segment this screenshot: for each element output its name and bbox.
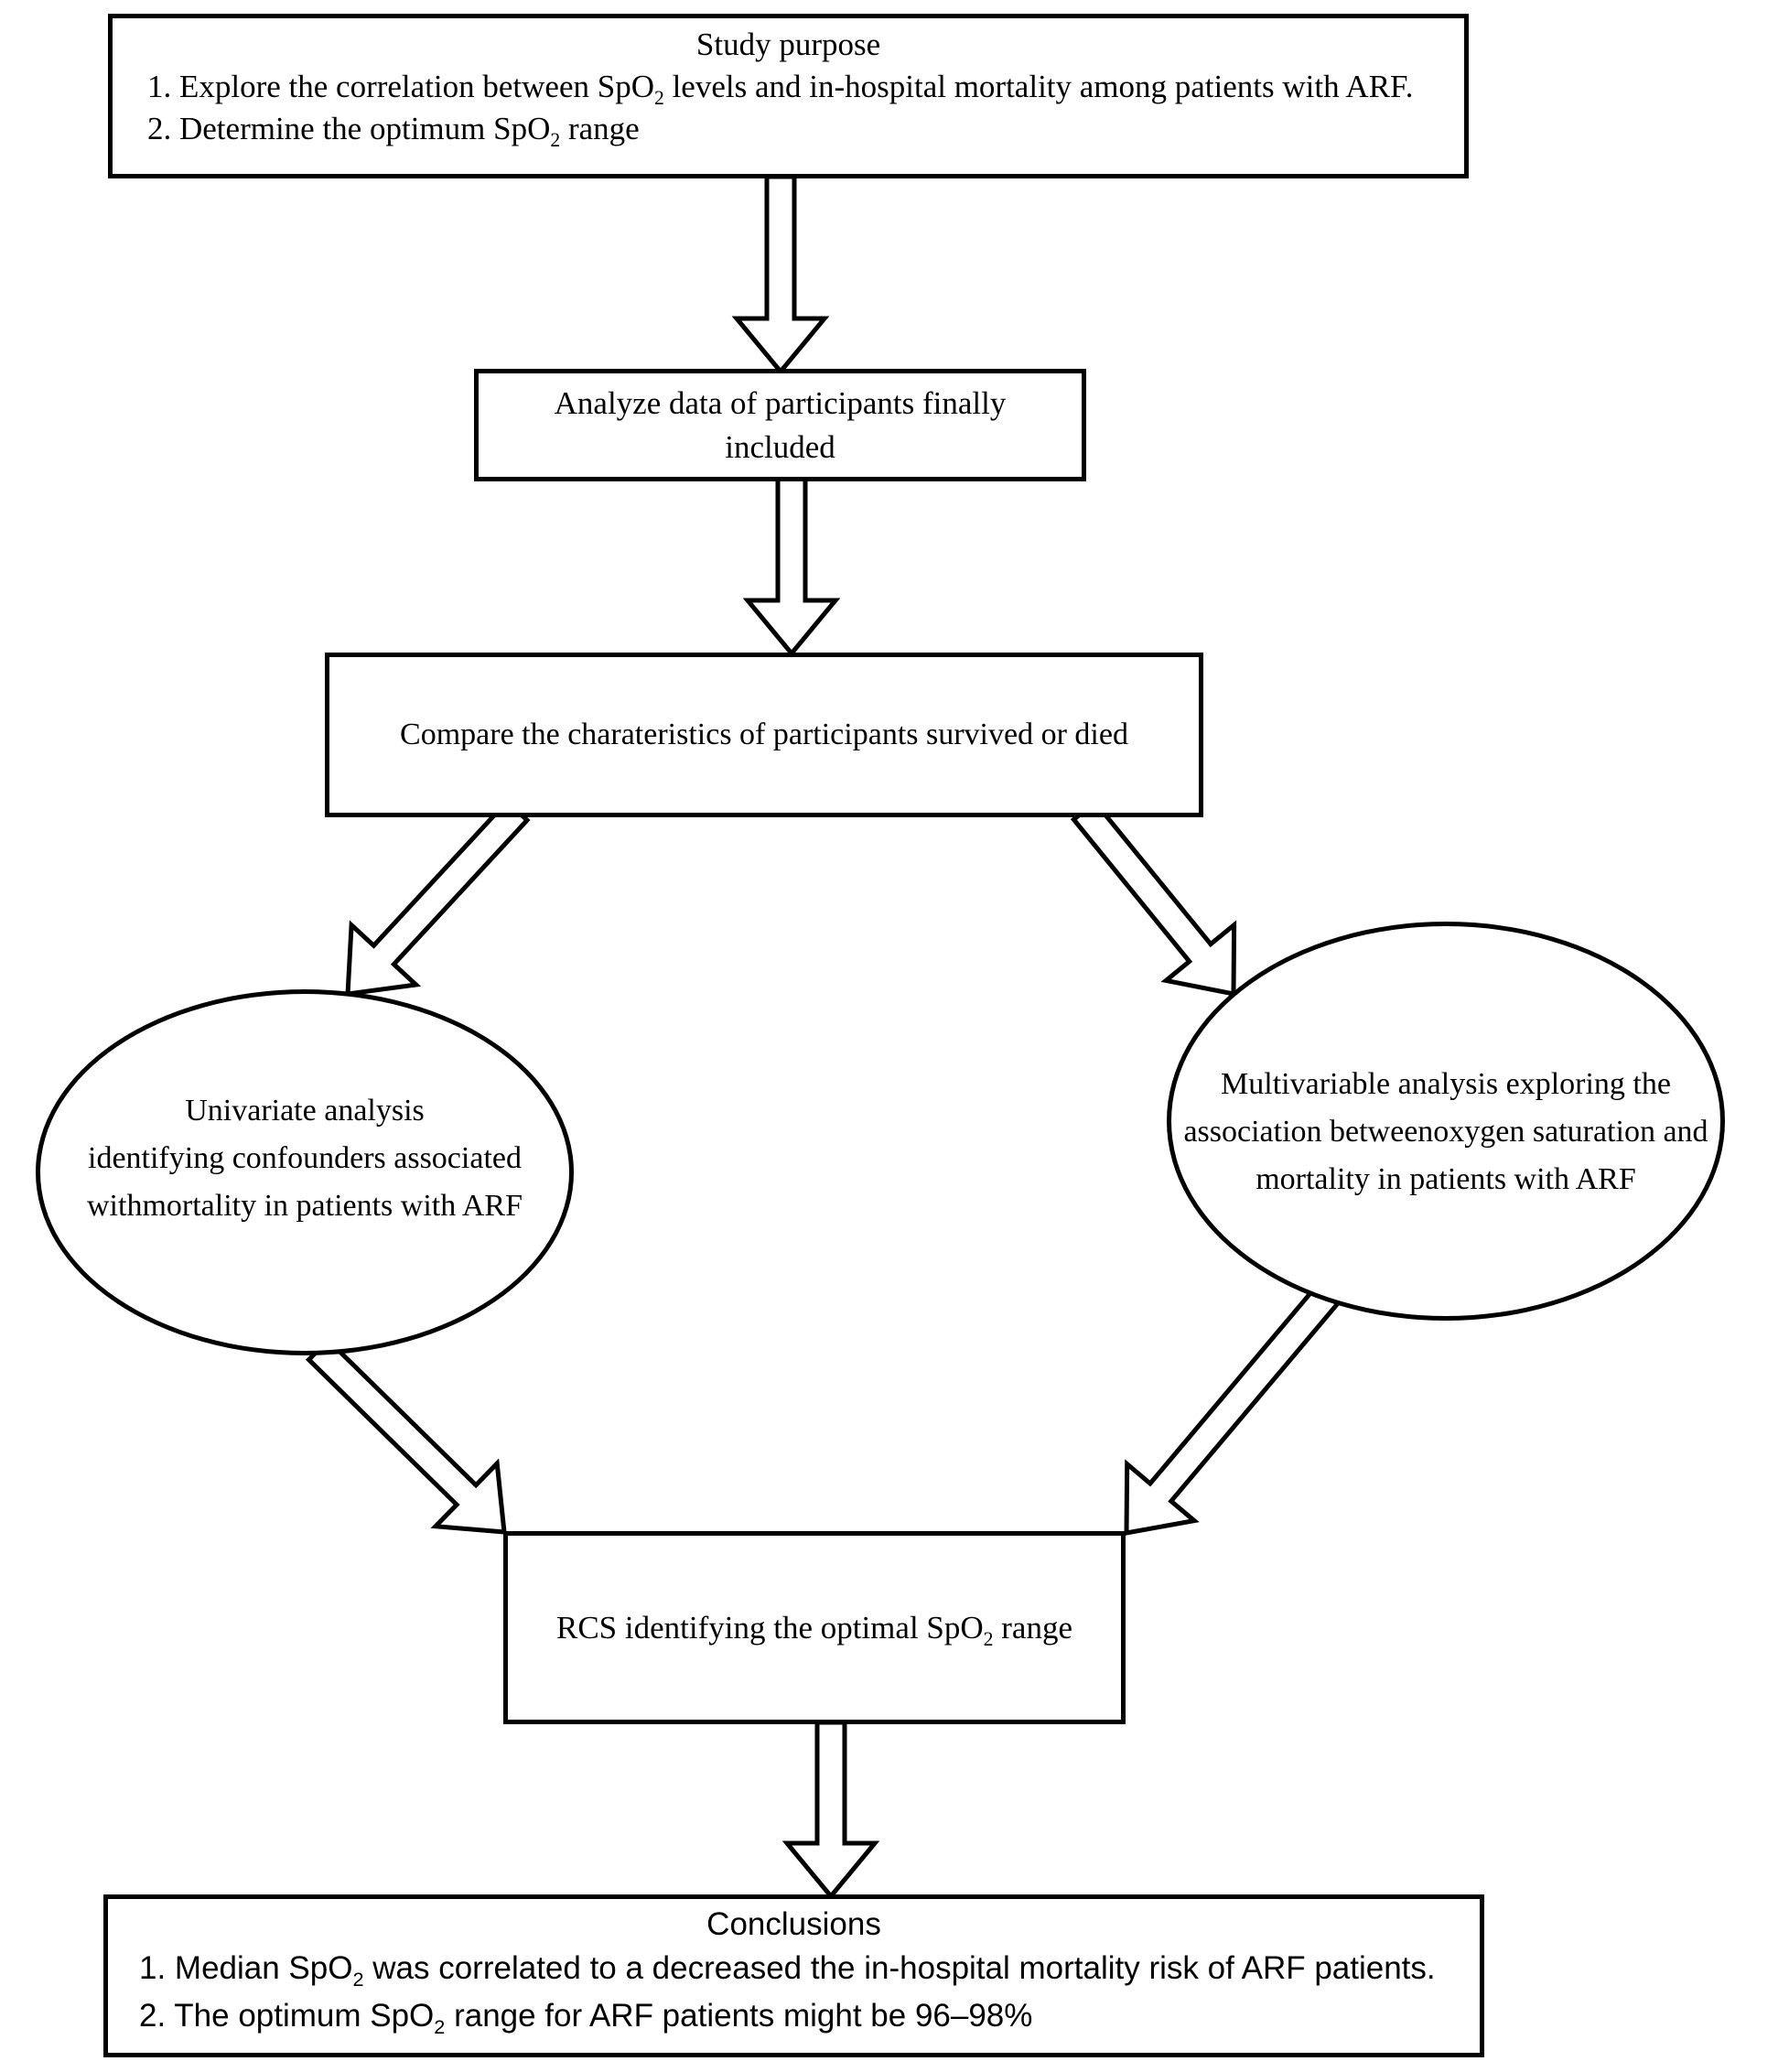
rcs-text: RCS identifying the optimal SpO2 range — [555, 1609, 1072, 1650]
study-purpose-box: Study purpose 1. Explore the correlation… — [108, 14, 1469, 178]
analyze-data-box: Analyze data of participants finally inc… — [474, 369, 1086, 481]
analyze-data-line-1: Analyze data of participants finally — [554, 384, 1007, 421]
arrow-rcs-to-conclusions — [781, 1720, 880, 1900]
conclusions-item-2: 2. The optimum SpO2 range for ARF patien… — [139, 1998, 1033, 2038]
study-purpose-item-2: 2. Determine the optimum SpO2 range — [147, 111, 640, 151]
conclusions-title: Conclusions — [706, 1906, 881, 1942]
conclusions-box: Conclusions 1. Median SpO2 was correlate… — [103, 1894, 1484, 2057]
study-purpose-title: Study purpose — [695, 27, 881, 62]
arrow-compare-to-multivariable — [1070, 798, 1237, 998]
compare-characteristics-text: Compare the charateristics of participan… — [400, 718, 1128, 751]
univariate-line-3: withmortality in patients with ARF — [87, 1189, 523, 1223]
univariate-analysis-ellipse: Univariate analysis identifying confound… — [36, 989, 574, 1355]
arrow-compare-to-univariate — [345, 798, 531, 997]
multivariable-line-2: association betweenoxygen saturation and — [1183, 1115, 1708, 1149]
arrow-univariate-to-rcs — [305, 1336, 507, 1535]
arrow-multivariable-to-rcs — [1124, 1282, 1342, 1536]
study-purpose-item-1: 1. Explore the correlation between SpO2 … — [147, 69, 1414, 109]
multivariable-line-1: Multivariable analysis exploring the — [1221, 1067, 1671, 1101]
univariate-line-2: identifying confounders associated — [88, 1141, 522, 1175]
compare-characteristics-box: Compare the charateristics of participan… — [325, 653, 1203, 817]
arrow-analyze-to-compare — [742, 476, 841, 657]
rcs-box: RCS identifying the optimal SpO2 range — [503, 1531, 1126, 1724]
arrow-study-to-analyze — [731, 174, 830, 375]
conclusions-item-1: 1. Median SpO2 was correlated to a decre… — [139, 1950, 1436, 1991]
multivariable-line-3: mortality in patients with ARF — [1256, 1162, 1636, 1196]
analyze-data-line-2: included — [725, 428, 835, 465]
multivariable-analysis-ellipse: Multivariable analysis exploring the ass… — [1167, 922, 1725, 1321]
univariate-line-1: Univariate analysis — [185, 1094, 425, 1128]
